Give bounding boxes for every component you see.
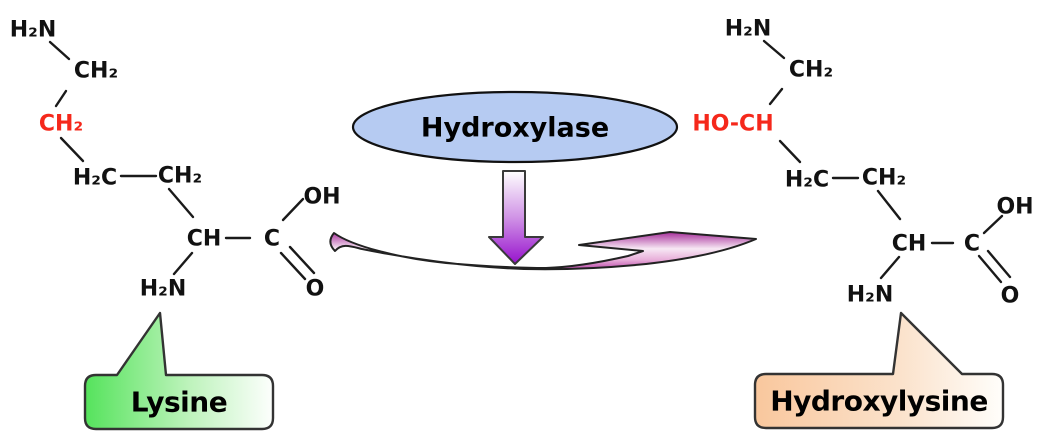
hydroxylysine-bubble <box>753 311 1005 430</box>
lysine-atom-h2c: H₂C <box>72 165 118 191</box>
bond-line <box>281 197 305 222</box>
bond-line <box>54 89 68 108</box>
lysine-atom-ch2-mid: CH₂ <box>157 163 203 189</box>
bond-line <box>986 249 1012 279</box>
lysine-atom-ch-alpha: CH <box>186 226 222 252</box>
hydroxylysine-atom-hydroxyl: OH <box>996 194 1034 220</box>
lysine-atom-carboxyl-c: C <box>263 226 281 252</box>
hydroxylysine-atom-carboxyl-c: C <box>963 231 981 257</box>
hydroxylysine-atom-amine-alpha: H₂N <box>846 282 894 308</box>
bond-line <box>876 189 902 221</box>
lysine-atom-amine-alpha: H₂N <box>139 276 187 302</box>
hydroxylysine-atom-ch2-mid: CH₂ <box>861 165 907 191</box>
lysine-bubble <box>83 311 275 431</box>
lysine-atom-carbonyl-o: O <box>305 276 325 302</box>
bond-line <box>879 255 901 280</box>
reaction-swoosh-arrow <box>329 231 757 271</box>
hydroxylysine-atom-h2c: H₂C <box>784 167 830 193</box>
enzyme-ellipse <box>351 90 679 164</box>
lysine-atom-amine-top: H₂N <box>9 17 57 43</box>
lysine-bonds <box>48 40 316 281</box>
bond-line <box>48 40 71 61</box>
bond-line <box>288 245 316 275</box>
bond-line <box>778 139 802 164</box>
bond-line <box>279 251 307 281</box>
bond-line <box>982 214 1004 235</box>
hydroxylysine-label: Hydroxylysine <box>770 384 988 418</box>
hydroxylysine-atom-amine-top: H₂N <box>724 16 772 42</box>
lysine-atom-ch2-highlight: CH₂ <box>38 111 84 137</box>
bond-line <box>172 251 194 276</box>
bond-line <box>59 136 85 163</box>
bond-line <box>167 187 195 219</box>
hydroxylysine-atom-ho-ch-highlight: HO-CH <box>692 111 774 137</box>
hydroxylysine-atom-ch-alpha: CH <box>891 231 927 257</box>
down-arrow <box>488 170 544 265</box>
hydroxylysine-atom-ch2-top: CH₂ <box>788 57 834 83</box>
enzyme-name: Hydroxylase <box>420 112 610 144</box>
hydroxylysine-atom-carbonyl-o: O <box>1000 283 1020 309</box>
bond-line <box>762 39 786 60</box>
lysine-atom-hydroxyl: OH <box>303 184 341 210</box>
bond-line <box>977 254 1003 284</box>
bond-line <box>768 87 784 106</box>
lysine-atom-ch2-top: CH₂ <box>73 58 119 84</box>
hydroxylysine-bonds <box>762 39 1012 284</box>
lysine-label: Lysine <box>130 385 228 419</box>
